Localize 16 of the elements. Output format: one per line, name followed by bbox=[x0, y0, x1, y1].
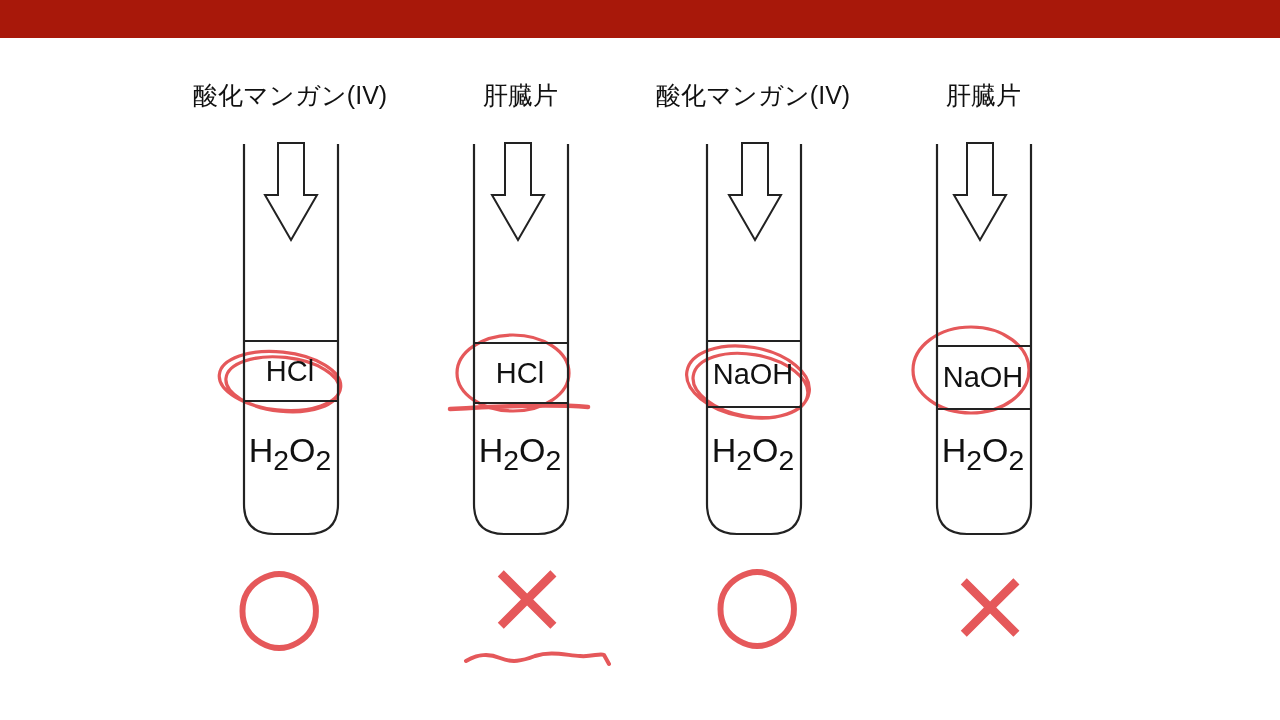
tube-heading: 酸化マンガン(IV) bbox=[192, 80, 388, 110]
result-mark: × bbox=[482, 546, 572, 646]
liquid-layer: NaOH bbox=[936, 345, 1030, 410]
liquid-layer: HCl bbox=[473, 342, 567, 404]
result-mark: ○ bbox=[710, 550, 804, 650]
result-mark: × bbox=[945, 554, 1035, 654]
liquid-layer: HCl bbox=[243, 340, 337, 402]
tube-heading: 肝臓片 bbox=[945, 80, 1021, 110]
tube-heading: 肝臓片 bbox=[482, 80, 558, 110]
solution-label: H$_{2}$O$_{2}$ bbox=[248, 431, 332, 478]
solution-label: H$_{2}$O$_{2}$ bbox=[941, 431, 1025, 478]
solution-label: H$_{2}$O$_{2}$ bbox=[711, 431, 795, 478]
result-mark: ○ bbox=[232, 552, 326, 652]
solution-label: H$_{2}$O$_{2}$ bbox=[478, 431, 562, 478]
tube-heading: 酸化マンガン(IV) bbox=[655, 80, 851, 110]
liquid-layer: NaOH bbox=[706, 340, 800, 408]
